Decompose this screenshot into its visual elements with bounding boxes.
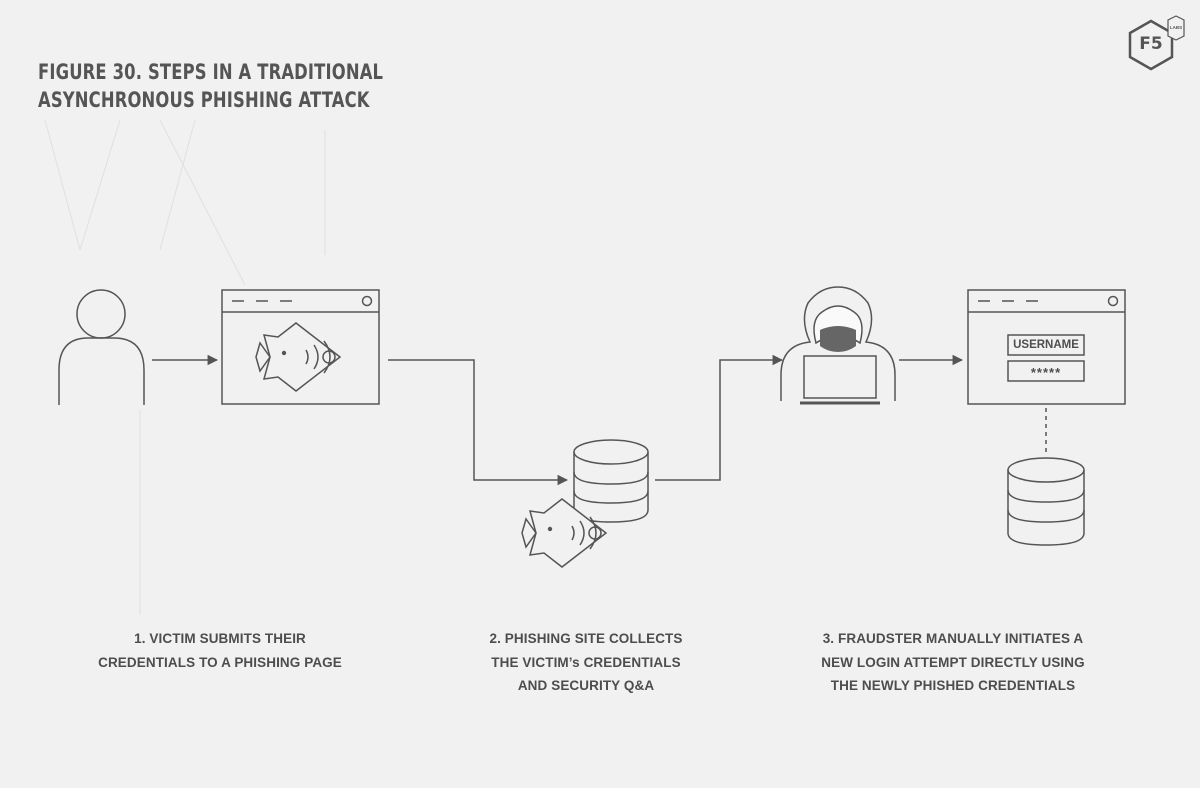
- arrow-database-to-fraudster: [655, 354, 784, 481]
- database-icon: [573, 439, 649, 523]
- figure-title-line-2: ASYNCHRONOUS PHISHING ATTACK: [38, 88, 370, 112]
- step-3-line-2: NEW LOGIN ATTEMPT DIRECTLY USING: [821, 654, 1085, 670]
- arrow-page-to-database: [388, 359, 569, 486]
- phishing-fish-icon: [255, 322, 342, 392]
- figure-title: FIGURE 30. STEPS IN A TRADITIONAL ASYNCH…: [38, 58, 397, 114]
- step-1-line-2: CREDENTIALS TO A PHISHING PAGE: [98, 654, 342, 670]
- step-1-caption: 1. VICTIM SUBMITS THEIR CREDENTIALS TO A…: [85, 627, 355, 674]
- f5-labs-logo: [1128, 15, 1185, 71]
- fraudster-hacker-icon: [780, 286, 896, 405]
- login-page-browser-icon: [967, 289, 1126, 405]
- username-label: USERNAME: [1013, 339, 1079, 351]
- step-3-line-1: 3. FRAUDSTER MANUALLY INITIATES A: [822, 631, 1084, 646]
- step-1-line-1: 1. VICTIM SUBMITS THEIR: [134, 631, 306, 646]
- password-mask: *****: [1030, 365, 1062, 380]
- victim-person-icon: [58, 289, 145, 405]
- step-3-caption: 3. FRAUDSTER MANUALLY INITIATES A NEW LO…: [798, 627, 1108, 698]
- phishing-fish-icon-2: [521, 498, 608, 568]
- step-2-caption: 2. PHISHING SITE COLLECTS THE VICTIM’s C…: [456, 627, 716, 698]
- background-lines: [44, 119, 326, 615]
- database-icon-2: [1007, 457, 1085, 546]
- step-2-line-3: AND SECURITY Q&A: [517, 678, 655, 693]
- figure-title-line-1: FIGURE 30. STEPS IN A TRADITIONAL: [38, 60, 384, 84]
- phishing-page-browser-icon: [221, 289, 380, 405]
- logo-text: F5: [1139, 34, 1163, 54]
- step-2-line-2: THE VICTIM’s CREDENTIALS: [491, 654, 681, 670]
- step-2-line-1: 2. PHISHING SITE COLLECTS: [489, 631, 683, 646]
- logo-badge: LABS: [1169, 25, 1183, 30]
- step-3-line-3: THE NEWLY PHISHED CREDENTIALS: [830, 678, 1076, 693]
